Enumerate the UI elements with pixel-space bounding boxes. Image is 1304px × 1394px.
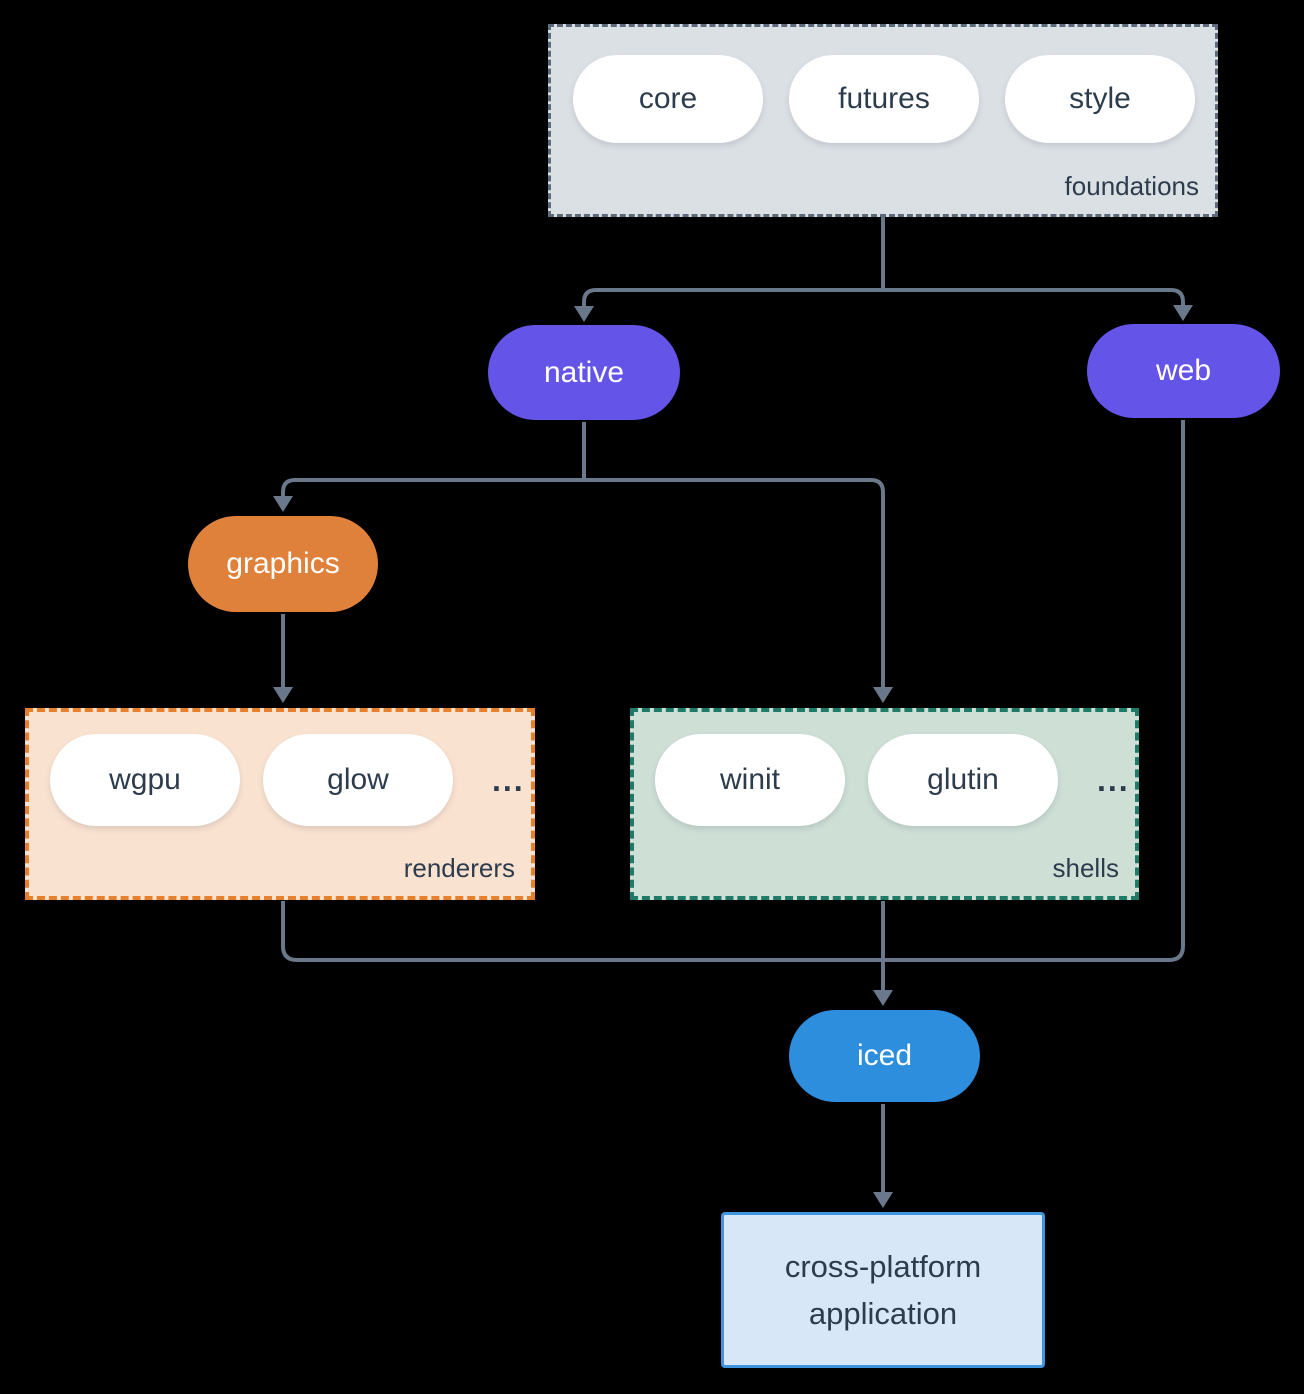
node-graphics: graphics bbox=[188, 516, 378, 612]
edge-web-merge bbox=[883, 420, 1185, 962]
edge-native-split bbox=[281, 478, 885, 687]
cross-platform-application-box: cross-platform application bbox=[721, 1212, 1045, 1368]
renderers-pill-row: wgpu glow ... bbox=[29, 712, 531, 826]
pill-core: core bbox=[573, 55, 763, 143]
shells-label: shells bbox=[1052, 853, 1119, 883]
foundations-pill-row: core futures style bbox=[551, 27, 1215, 143]
pill-winit: winit bbox=[655, 734, 845, 826]
foundations-label: foundations bbox=[1064, 171, 1199, 201]
arrowhead-iced bbox=[873, 990, 893, 1006]
renderers-group: wgpu glow ... renderers bbox=[25, 708, 535, 900]
arrowhead-shells bbox=[873, 687, 893, 703]
app-text-line1: cross-platform bbox=[784, 1249, 982, 1284]
arrowhead-renderers bbox=[273, 687, 293, 703]
edge-renderers-merge bbox=[281, 901, 883, 962]
node-iced: iced bbox=[789, 1010, 980, 1102]
renderers-ellipsis: ... bbox=[492, 761, 525, 798]
pill-futures: futures bbox=[789, 55, 979, 143]
pill-glow: glow bbox=[263, 734, 453, 826]
pill-style: style bbox=[1005, 55, 1195, 143]
node-web: web bbox=[1087, 324, 1280, 418]
shells-group: winit glutin ... shells bbox=[630, 708, 1139, 900]
edge-foundations-split bbox=[582, 288, 1185, 306]
arrowhead-graphics bbox=[273, 496, 293, 512]
arrowhead-web bbox=[1173, 305, 1193, 321]
foundations-group: core futures style foundations bbox=[548, 24, 1218, 217]
app-text-line2: application bbox=[808, 1296, 958, 1331]
pill-glutin: glutin bbox=[868, 734, 1058, 826]
arrowhead-native bbox=[574, 306, 594, 322]
shells-pill-row: winit glutin ... bbox=[634, 712, 1135, 826]
renderers-label: renderers bbox=[403, 853, 515, 883]
node-native: native bbox=[488, 325, 680, 420]
pill-wgpu: wgpu bbox=[50, 734, 240, 826]
arrowhead-app bbox=[873, 1192, 893, 1208]
shells-ellipsis: ... bbox=[1097, 761, 1130, 798]
